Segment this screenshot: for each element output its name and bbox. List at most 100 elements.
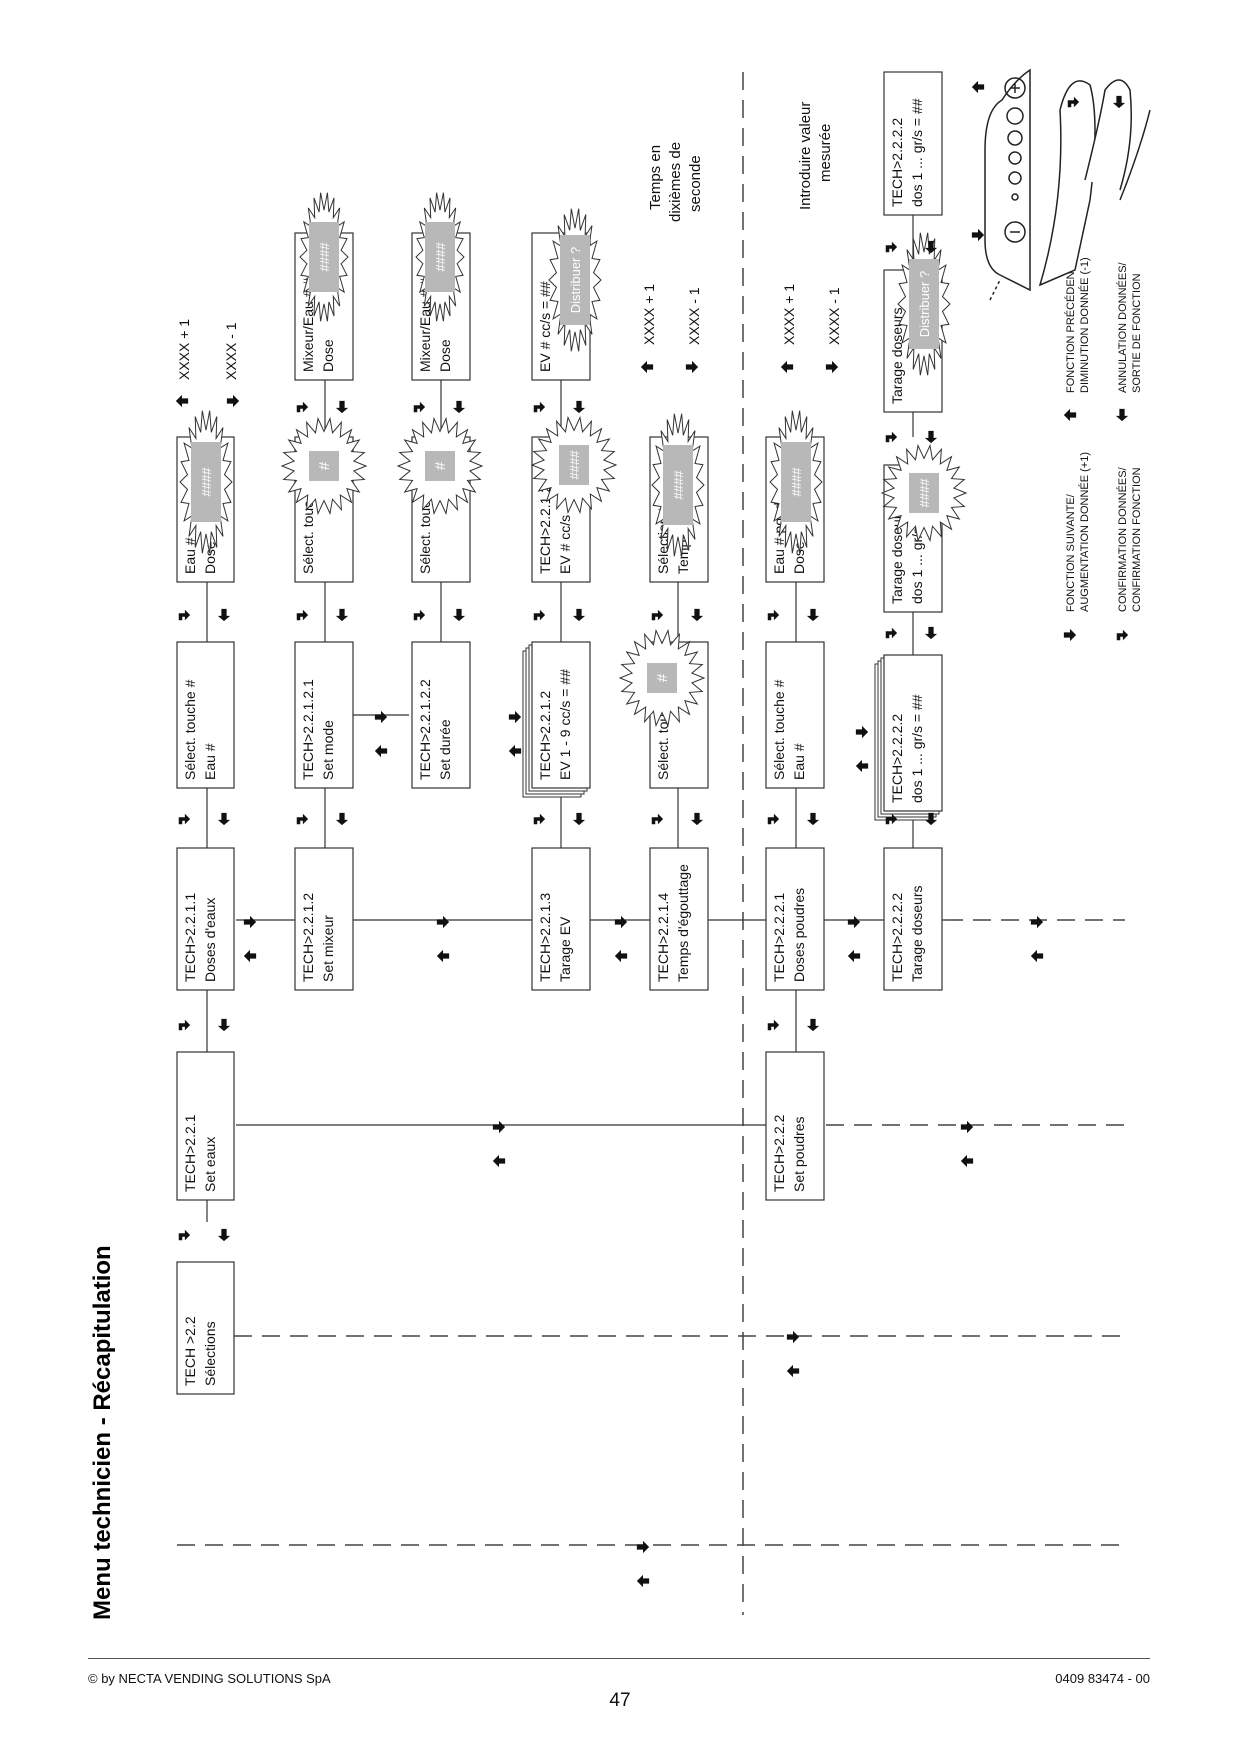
box-line-2: Doses d'eaux bbox=[202, 898, 218, 982]
key-ring-icon bbox=[1006, 107, 1024, 125]
box-line-1: TECH>2.2.2.2 bbox=[889, 893, 905, 982]
confirm-arrow-icon bbox=[533, 813, 546, 825]
increment-minus: XXXX - 1 bbox=[826, 287, 842, 345]
box-line-1: TECH>2.2.1 bbox=[182, 1114, 198, 1192]
cancel-arrow-icon bbox=[572, 400, 586, 414]
minus-key-icon bbox=[1004, 221, 1026, 243]
starburst: #### bbox=[530, 415, 618, 515]
next-arrow-icon bbox=[786, 1330, 800, 1344]
next-arrow-icon bbox=[960, 1120, 974, 1134]
prev-arrow-icon bbox=[855, 759, 869, 773]
starburst: # bbox=[396, 416, 484, 516]
box-frame bbox=[883, 847, 943, 991]
box-frame bbox=[531, 641, 591, 789]
right-arrow-icon bbox=[971, 228, 985, 242]
box-line-1: EV # cc/s = ## bbox=[537, 281, 553, 372]
box-line-1: Sélect. touc bbox=[655, 707, 671, 780]
cancel-arrow-icon bbox=[335, 812, 349, 826]
next-arrow-icon bbox=[243, 915, 257, 929]
confirm-arrow-icon bbox=[885, 241, 898, 253]
cancel-arrow-icon bbox=[1115, 408, 1129, 422]
box-line-2: Tarage doseurs bbox=[909, 885, 925, 982]
box-line-2: Eau # bbox=[202, 743, 218, 780]
cancel-arrow-icon bbox=[217, 1228, 231, 1242]
finger-1 bbox=[1038, 80, 1096, 287]
box-frame bbox=[294, 641, 354, 789]
confirm-arrow-icon bbox=[767, 1019, 780, 1031]
page-number: 47 bbox=[609, 1690, 631, 1711]
confirm-arrow-icon bbox=[413, 609, 426, 621]
cancel-arrow-icon bbox=[806, 1018, 820, 1032]
box-line-2: Set poudres bbox=[791, 1117, 807, 1193]
burst-text: #### bbox=[789, 467, 804, 497]
next-arrow-icon bbox=[374, 710, 388, 724]
box-line-2: Dose bbox=[437, 339, 453, 372]
starburst: # bbox=[280, 416, 368, 516]
burst-text: #### bbox=[433, 242, 448, 272]
box-line-2: Tarage EV bbox=[557, 916, 573, 982]
key-ring-icon bbox=[1008, 171, 1022, 185]
cancel-arrow-icon bbox=[690, 812, 704, 826]
confirm-arrow-icon bbox=[178, 1229, 191, 1241]
legend: FONCTION SUIVANTE/ AUGMENTATION DONNÉE (… bbox=[1063, 253, 1143, 642]
next-arrow-icon bbox=[492, 1120, 506, 1134]
key-dot-icon bbox=[1011, 193, 1019, 201]
burst-fill bbox=[425, 222, 455, 292]
box-line-1: TECH>2.2.1.3 bbox=[537, 893, 553, 982]
burst-fill bbox=[647, 663, 677, 693]
increment-plus: XXXX + 1 bbox=[176, 319, 192, 380]
box-frame bbox=[765, 847, 825, 991]
starburst: Distribuer ? bbox=[897, 232, 951, 376]
burst-fill bbox=[909, 473, 939, 513]
box-line-1: TECH>2.2.1.4 bbox=[655, 893, 671, 982]
left-arrow-icon bbox=[971, 80, 985, 94]
confirm-icon bbox=[1116, 629, 1129, 641]
burst-fill bbox=[559, 445, 589, 485]
burst-text: #### bbox=[317, 242, 332, 272]
highlight-bursts: ##############Distribuer ?##############… bbox=[179, 192, 968, 728]
left-arrow-icon bbox=[175, 394, 189, 408]
prev-arrow-icon bbox=[786, 1364, 800, 1378]
box-line-1: Sélect. touc bbox=[417, 501, 433, 574]
right-arrow-icon bbox=[825, 360, 839, 374]
confirm-arrow-icon bbox=[296, 609, 309, 621]
key-ring-icon bbox=[1008, 151, 1022, 165]
burst-text: # bbox=[654, 673, 671, 682]
box-line-2: Dose bbox=[320, 339, 336, 372]
box-line-1: TECH>2.2.1.2.1 bbox=[300, 679, 316, 780]
prev-arrow-icon bbox=[1030, 949, 1044, 963]
confirm-arrow-icon bbox=[767, 609, 780, 621]
starburst: Distribuer ? bbox=[548, 208, 602, 352]
doc-code: 0409 83474 - 00 bbox=[1055, 1671, 1150, 1686]
box-line-2: Temps d'égouttage bbox=[675, 864, 691, 982]
burst-fill bbox=[191, 442, 221, 522]
burst-text: # bbox=[432, 461, 449, 470]
confirm-arrow-icon bbox=[533, 609, 546, 621]
prev-arrow-icon bbox=[636, 1574, 650, 1588]
starburst: #### bbox=[179, 410, 233, 554]
burst-text: #### bbox=[199, 467, 214, 497]
menu-box: Sélect. touche #Eau # bbox=[765, 641, 825, 789]
prev-arrow-icon bbox=[1063, 408, 1077, 422]
legend-cancel-1: ANNULATION DONNÉES/ bbox=[1116, 261, 1129, 393]
left-arrow-icon bbox=[780, 360, 794, 374]
starburst: #### bbox=[880, 443, 968, 543]
cancel-arrow-icon bbox=[452, 608, 466, 622]
next-arrow-icon bbox=[508, 710, 522, 724]
box-line-1: TECH>2.2.2.2 bbox=[889, 714, 905, 803]
prev-arrow-icon bbox=[508, 744, 522, 758]
increment-plus: XXXX + 1 bbox=[781, 284, 797, 345]
legend-prev-2: DIMINUTION DONNÉE (-1) bbox=[1078, 257, 1091, 393]
starburst: #### bbox=[299, 192, 349, 322]
cancel-arrow-icon bbox=[924, 430, 938, 444]
box-line-2: Sélections bbox=[202, 1321, 218, 1386]
keypad-body bbox=[984, 68, 1031, 292]
confirm-arrow-icon bbox=[533, 401, 546, 413]
confirm-arrow-icon bbox=[178, 609, 191, 621]
box-line-1: Tarage doseurs bbox=[889, 507, 905, 604]
next-arrow-icon bbox=[847, 915, 861, 929]
